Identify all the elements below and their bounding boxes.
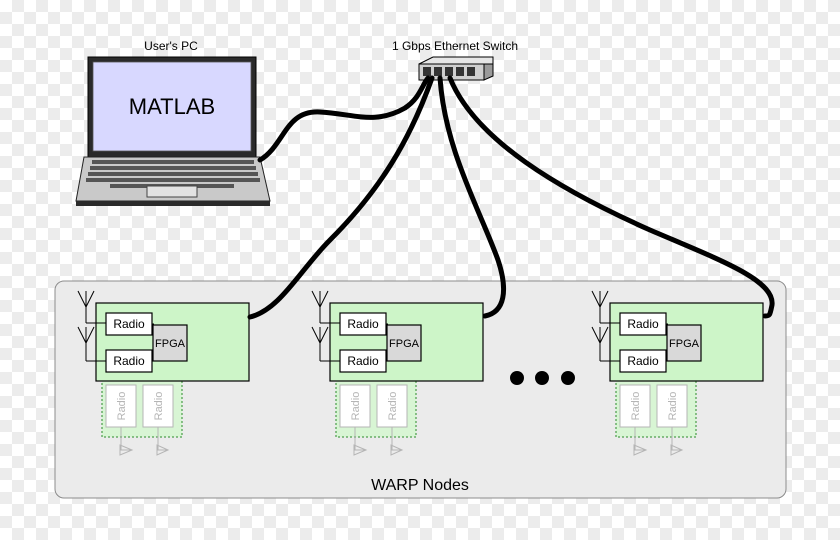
ellipsis-dots (510, 371, 575, 385)
laptop-screen (92, 61, 252, 152)
laptop: User's PC MATLAB (75, 39, 271, 206)
warp-node: Radio Radio FPGA (591, 290, 764, 456)
fpga-label: FPGA (155, 338, 186, 350)
ethernet-switch: 1 Gbps Ethernet Switch (392, 39, 518, 81)
screen-text: MATLAB (129, 94, 215, 119)
fpga-label: FPGA (669, 338, 700, 350)
pc-caption: User's PC (144, 39, 198, 53)
radio-label: Radio (627, 317, 659, 331)
switch-caption: 1 Gbps Ethernet Switch (392, 39, 518, 53)
fpga-label: FPGA (389, 338, 420, 350)
warp-node: Radio Radio FPGA (311, 290, 484, 456)
radio-label: Radio (347, 317, 379, 331)
radio-label: Radio (113, 354, 145, 368)
radio-label: Radio (347, 354, 379, 368)
radio-label: Radio (627, 354, 659, 368)
warp-nodes-caption: WARP Nodes (371, 477, 469, 494)
warp-node: Radio Radio FPGA (77, 290, 250, 456)
radio-label: Radio (113, 317, 145, 331)
ethernet-cables (247, 75, 775, 320)
